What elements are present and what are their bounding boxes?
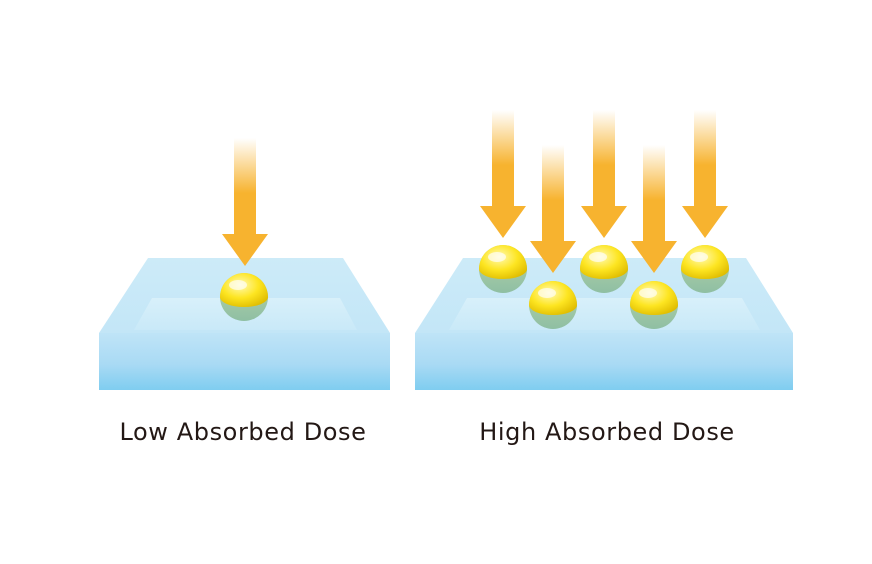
low-dose-label: Low Absorbed Dose <box>119 418 366 446</box>
low-dose-slab <box>99 258 390 390</box>
radiation-arrow <box>222 138 268 266</box>
radiation-arrow <box>480 110 526 238</box>
high-dose-panel: High Absorbed Dose <box>415 110 793 446</box>
radiation-arrow <box>682 110 728 238</box>
absorbed-particle <box>630 281 678 329</box>
absorbed-particle <box>529 281 577 329</box>
radiation-arrow <box>530 145 576 273</box>
absorbed-particle <box>479 245 527 293</box>
radiation-arrow <box>631 145 677 273</box>
absorbed-particle <box>580 245 628 293</box>
absorbed-particle <box>681 245 729 293</box>
absorbed-particle <box>220 273 268 321</box>
low-dose-panel: Low Absorbed Dose <box>99 138 390 446</box>
slab-inner-face <box>449 298 760 330</box>
slab-front-face <box>415 333 793 390</box>
high-dose-label: High Absorbed Dose <box>479 418 735 446</box>
slab-front-face <box>99 333 390 390</box>
radiation-arrow <box>581 110 627 238</box>
